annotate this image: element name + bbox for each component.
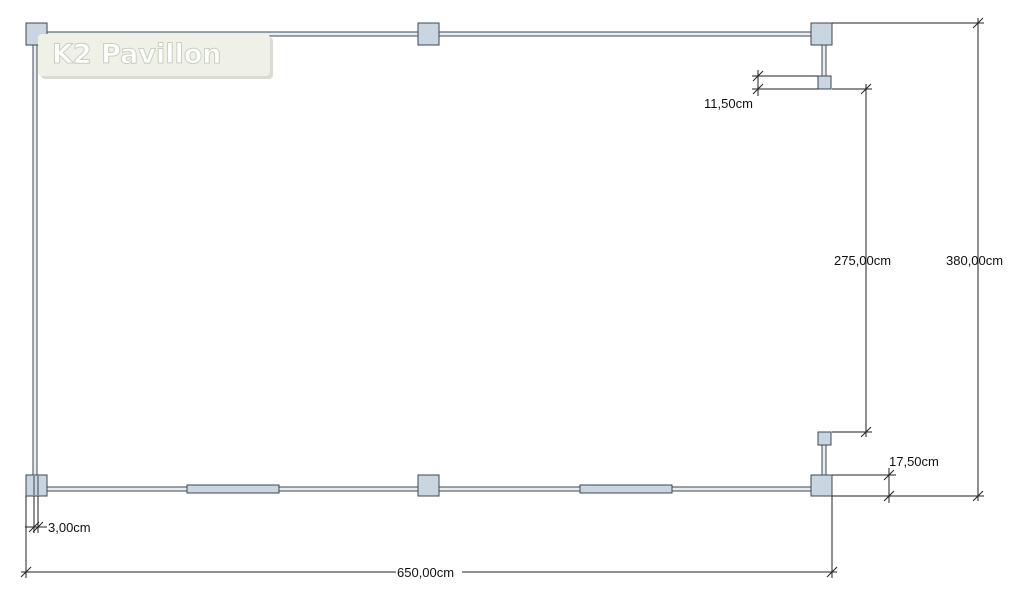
post-bottom-middle xyxy=(417,474,440,497)
window-panels xyxy=(186,484,673,494)
dimension-wall-thickness xyxy=(25,496,47,533)
dimension-label-total-width-bg xyxy=(396,564,462,580)
logo: K2 Pavillon xyxy=(38,34,273,79)
dimension-top-offset xyxy=(752,70,818,96)
logo-background xyxy=(38,34,270,76)
left-wall xyxy=(32,33,38,491)
post-top-middle xyxy=(417,22,440,46)
dimension-inner-height xyxy=(832,83,872,438)
post-right-small-lower xyxy=(817,431,832,446)
post-bottom-right xyxy=(810,474,833,497)
window-panel-right xyxy=(579,484,673,494)
dimension-label-total-width: 650,00cm xyxy=(397,565,454,580)
right-wall-upper-segment xyxy=(821,43,827,81)
dimension-label-total-height: 380,00cm xyxy=(946,253,1003,268)
window-panel-left xyxy=(186,484,280,494)
dimension-bottom-offset xyxy=(832,468,896,503)
dimension-label-bottom-offset: 17,50cm xyxy=(889,454,939,469)
dimension-label-wall-thickness: 3,00cm xyxy=(48,520,91,535)
post-right-small-upper xyxy=(817,75,832,90)
posts xyxy=(25,22,833,497)
post-bottom-left xyxy=(25,474,48,497)
post-top-right xyxy=(810,22,833,46)
logo-text: K2 Pavillon xyxy=(52,39,222,70)
dimension-label-top-offset: 11,50cm xyxy=(704,96,753,111)
dimension-label-inner-height: 275,00cm xyxy=(834,253,891,268)
